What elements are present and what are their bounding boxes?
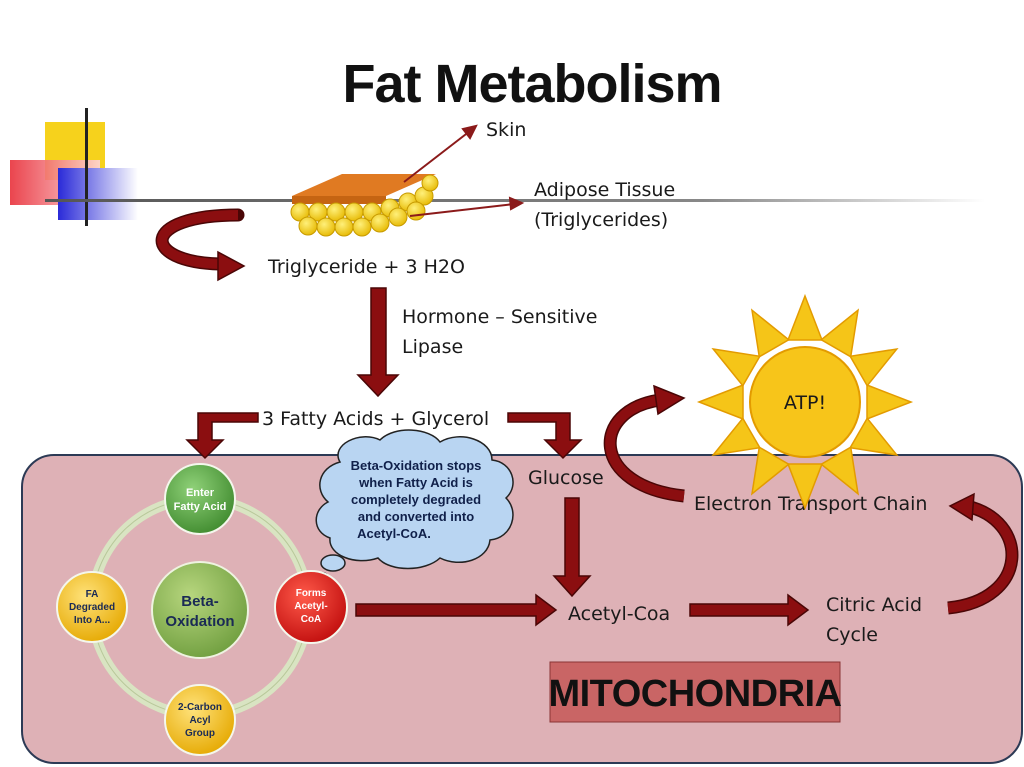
sun-ray [711, 416, 762, 457]
beta-oxidation-cycle: Beta- Oxidation Enter Fatty Acid Forms A… [56, 463, 348, 756]
sun-ray [819, 308, 860, 359]
glucose-label: Glucose [528, 467, 604, 489]
enter-fatty-acid-node [164, 463, 236, 535]
page-title: Fat Metabolism [342, 54, 721, 114]
mitochondria-label-box: MITOCHONDRIA [548, 661, 842, 723]
enter-fatty-acid-line1: Enter [186, 487, 215, 499]
arrow-acetyl-to-citric [689, 593, 810, 627]
sun-ray [696, 383, 744, 421]
fa-degraded-line3: Into A... [74, 615, 111, 626]
arrow-to-glucose [507, 412, 583, 460]
triglyceride-label: Triglyceride + 3 H2O [267, 256, 465, 278]
adipose-tissue-illustration [290, 174, 439, 237]
arrow-glucose-to-acetyl [552, 497, 592, 598]
citric-acid-label-line1: Citric Acid [826, 594, 922, 616]
two-carbon-line2: Acyl [189, 715, 210, 726]
two-carbon-line3: Group [185, 728, 215, 739]
two-carbon-line1: 2-Carbon [178, 702, 222, 713]
sun-ray [819, 445, 860, 496]
arrow-lipase [356, 287, 400, 398]
adipose-triglycerides-label: (Triglycerides) [534, 209, 668, 231]
arrow-to-beta-oxidation [185, 412, 259, 460]
bubble-line-3: completely degraded [351, 492, 481, 507]
curved-arrows [155, 208, 1019, 615]
sun-ray [786, 463, 824, 511]
sun-ray [711, 347, 762, 388]
fa-degraded-node [56, 571, 128, 643]
forms-acetyl-coa-line1: Forms [296, 588, 327, 599]
sun-ray [848, 416, 899, 457]
bubble-line-2: when Fatty Acid is [358, 475, 473, 490]
enter-fatty-acid-line2: Fatty Acid [174, 501, 227, 513]
sun-ray [786, 293, 824, 341]
atp-label: ATP! [784, 392, 826, 414]
citric-acid-label-line2: Cycle [826, 624, 878, 646]
fa-degraded-line1: FA [86, 589, 99, 600]
flow-arrows [185, 287, 810, 627]
enzyme-label-line1: Hormone – Sensitive [402, 306, 597, 328]
enzyme-label-line2: Lipase [402, 336, 463, 358]
arrow-beta-to-acetyl [355, 593, 558, 627]
sun-ray [750, 445, 791, 496]
forms-acetyl-coa-line3: CoA [301, 614, 322, 625]
bubble-line-1: Beta-Oxidation stops [351, 458, 482, 473]
electron-transport-chain-label: Electron Transport Chain [694, 493, 927, 515]
adipose-tissue-label: Adipose Tissue [534, 179, 675, 201]
beta-oxidation-node [151, 561, 249, 659]
acetyl-coa-label: Acetyl-Coa [568, 603, 670, 625]
bubble-line-4: and converted into [358, 509, 474, 524]
beta-oxidation-line1: Beta- [181, 593, 219, 610]
fatty-acids-label: 3 Fatty Acids + Glycerol [262, 408, 489, 430]
mitochondria-label: MITOCHONDRIA [548, 673, 841, 715]
skin-label: Skin [486, 119, 526, 141]
forms-acetyl-coa-line2: Acetyl- [294, 601, 327, 612]
beta-oxidation-line2: Oxidation [165, 613, 234, 630]
two-carbon-acyl-node [164, 684, 236, 756]
sun-ray [750, 308, 791, 359]
sun-ray [848, 347, 899, 388]
fa-degraded-line2: Degraded [69, 602, 115, 613]
sun-ray [866, 383, 914, 421]
pointer-arrows [403, 124, 525, 217]
atp-sun: ATP! [696, 293, 914, 511]
thought-bubble: Beta-Oxidation stops when Fatty Acid is … [315, 429, 514, 583]
bubble-line-5: Acetyl-CoA. [357, 526, 431, 541]
forms-acetyl-coa-node [274, 570, 348, 644]
